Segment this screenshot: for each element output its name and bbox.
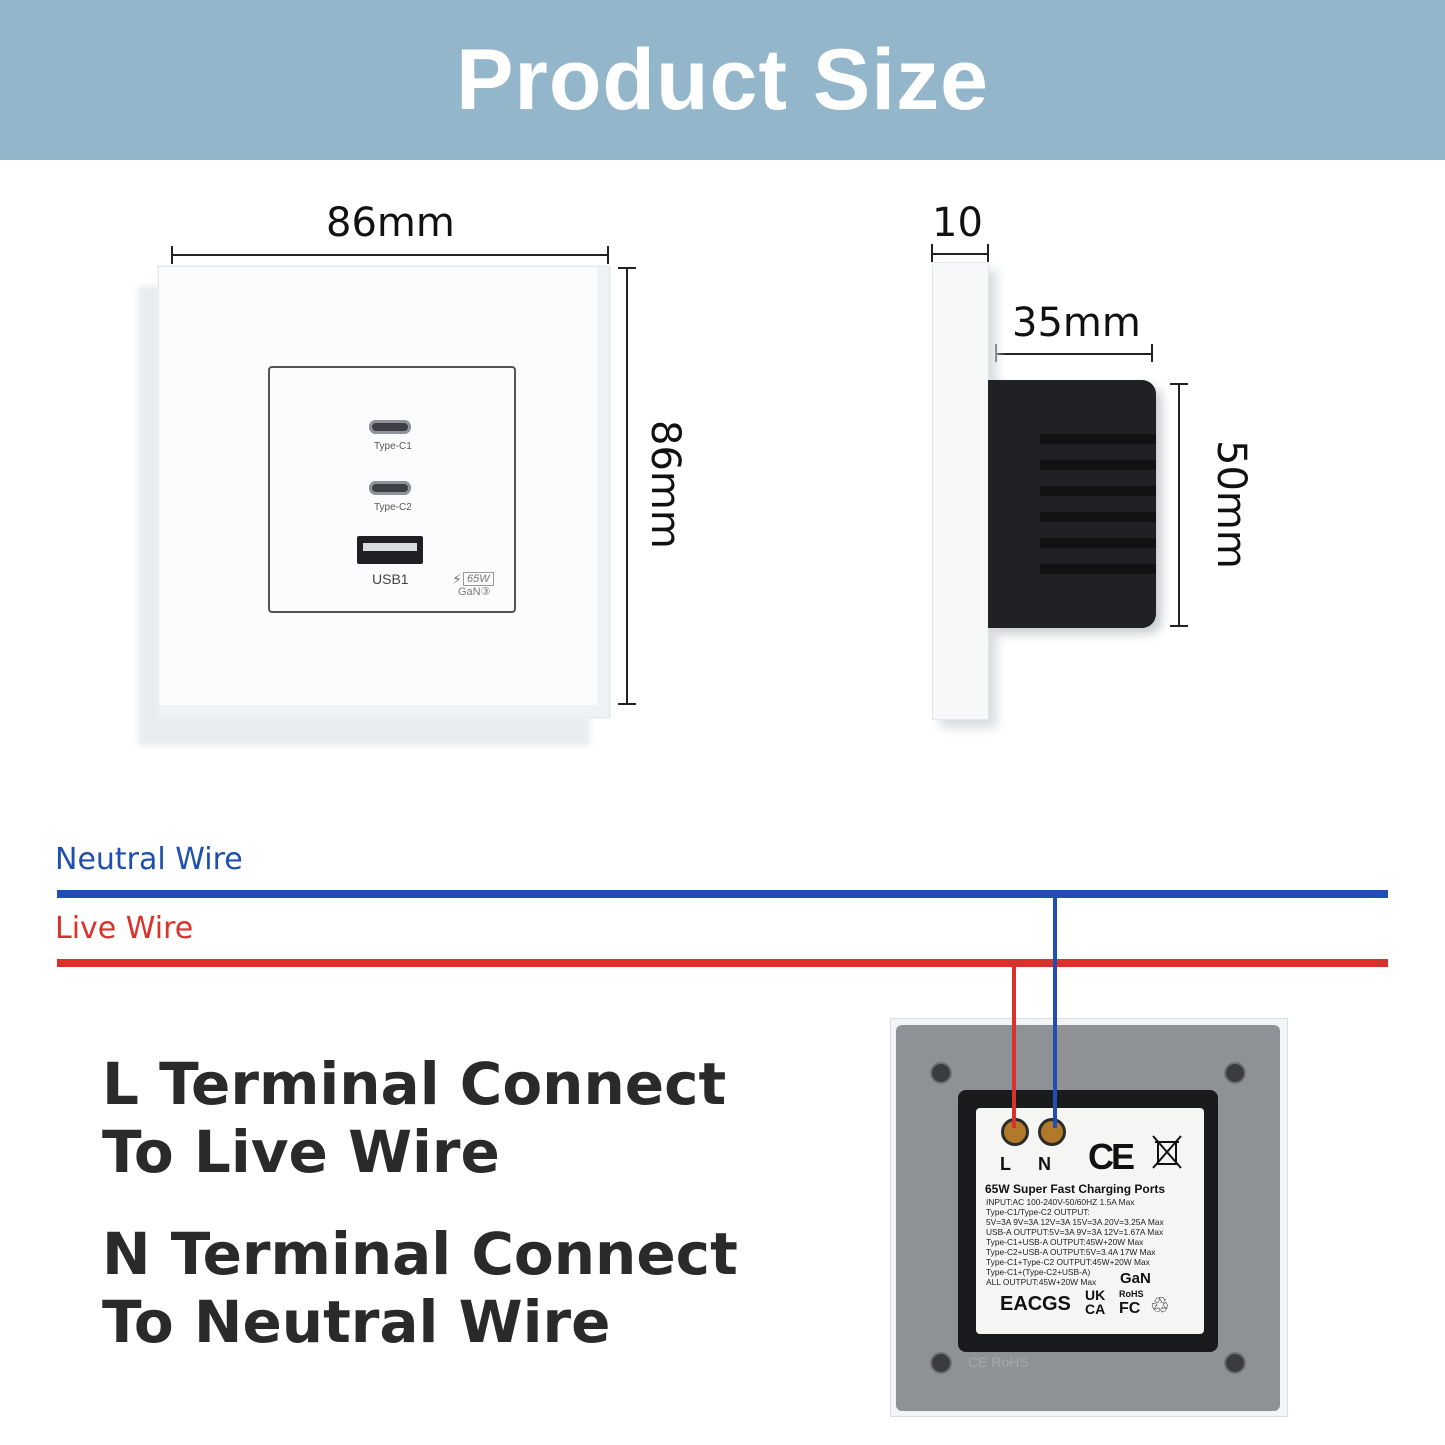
spec-line: Type-C1/Type-C2 OUTPUT: <box>986 1207 1090 1217</box>
fc-mark: FC <box>1119 1300 1141 1317</box>
gan-mark: GaN <box>1120 1270 1151 1287</box>
terminal-n-letter: N <box>1038 1154 1051 1174</box>
spec-line: 5V=3A 9V=3A 12V=3A 15V=3A 20V=3.25A Max <box>986 1217 1164 1227</box>
l-instruction-line-2: To Live Wire <box>102 1118 500 1186</box>
body-depth-label: 35mm <box>1012 300 1141 346</box>
usb-a-port <box>357 536 423 564</box>
spec-line: Type-C1+USB-A OUTPUT:45W+20W Max <box>986 1237 1144 1247</box>
n-terminal <box>1038 1118 1066 1146</box>
live-wire-label: Live Wire <box>55 911 194 946</box>
cooling-fin <box>1040 564 1156 574</box>
live-drop-wire <box>1012 965 1016 1128</box>
type-c2-port <box>369 481 411 495</box>
usb1-label: USB1 <box>372 571 409 587</box>
power-badge: 65W <box>463 572 494 586</box>
spec-line: Type-C1+(Type-C2+USB-A) <box>986 1267 1091 1277</box>
height-dimension-line <box>618 267 636 705</box>
neutral-wire-label: Neutral Wire <box>55 842 243 877</box>
header-band: Product Size <box>0 0 1445 160</box>
type-c2-label: Type-C2 <box>374 502 412 513</box>
neutral-wire <box>57 890 1388 898</box>
cooling-fin <box>1040 512 1156 522</box>
side-body <box>988 380 1156 628</box>
ukca-mark: UK CA <box>1085 1287 1106 1317</box>
width-dimension-line <box>171 246 609 264</box>
embossed-marks: CE RoHS <box>968 1354 1029 1370</box>
screw-hole <box>1224 1062 1246 1084</box>
usb-port-tongue <box>363 543 417 551</box>
front-height-label: 86mm <box>642 420 688 549</box>
cooling-fin <box>1040 460 1156 470</box>
side-plate <box>932 262 989 720</box>
rohs-mark: RoHS <box>1119 1289 1144 1299</box>
terminal-l-letter: L <box>1000 1154 1011 1174</box>
front-width-label: 86mm <box>326 200 455 246</box>
label-title: 65W Super Fast Charging Ports <box>985 1182 1166 1196</box>
l-instruction-line-1: L Terminal Connect <box>102 1050 727 1118</box>
screw-hole <box>1224 1352 1246 1374</box>
neutral-drop-wire <box>1053 896 1057 1128</box>
cooling-fin <box>1040 486 1156 496</box>
body-height-dimension-line <box>1170 383 1188 627</box>
gs-mark: GS <box>1042 1293 1071 1315</box>
plate-depth-dimension-line <box>931 244 989 262</box>
body-depth-dimension-line <box>995 344 1153 362</box>
ce-mark: CE <box>1088 1136 1135 1177</box>
cooling-fin <box>1040 434 1156 444</box>
recycle-icon: ♲ <box>1150 1294 1170 1319</box>
gan-badge: GaN③ <box>458 586 491 598</box>
cooling-fin <box>1040 538 1156 548</box>
live-wire <box>57 959 1388 967</box>
spec-line: INPUT:AC 100-240V-50/60HZ 1.5A Max <box>986 1197 1135 1207</box>
body-height-label: 50mm <box>1208 440 1254 569</box>
spec-line: ALL OUTPUT:45W+20W Max <box>986 1277 1097 1287</box>
spec-list: INPUT:AC 100-240V-50/60HZ 1.5A Max Type-… <box>986 1197 1164 1287</box>
page-title: Product Size <box>456 31 989 128</box>
n-instruction-line-1: N Terminal Connect <box>102 1220 738 1288</box>
lightning-icon: ⚡ <box>452 572 462 588</box>
eac-mark: EAC <box>1000 1293 1043 1315</box>
spec-line: Type-C1+Type-C2 OUTPUT:45W+20W Max <box>986 1257 1150 1267</box>
type-c1-port <box>369 420 411 434</box>
n-instruction-line-2: To Neutral Wire <box>102 1288 611 1356</box>
weee-bin-icon <box>1152 1135 1182 1169</box>
type-c1-label: Type-C1 <box>374 441 412 452</box>
screw-hole <box>930 1062 952 1084</box>
plate-depth-label: 10 <box>932 200 983 246</box>
spec-line: Type-C2+USB-A OUTPUT:5V=3.4A 17W Max <box>986 1247 1156 1257</box>
spec-line: USB-A OUTPUT:5V=3A 9V=3A 12V=1.67A Max <box>986 1227 1164 1237</box>
screw-hole <box>930 1352 952 1374</box>
